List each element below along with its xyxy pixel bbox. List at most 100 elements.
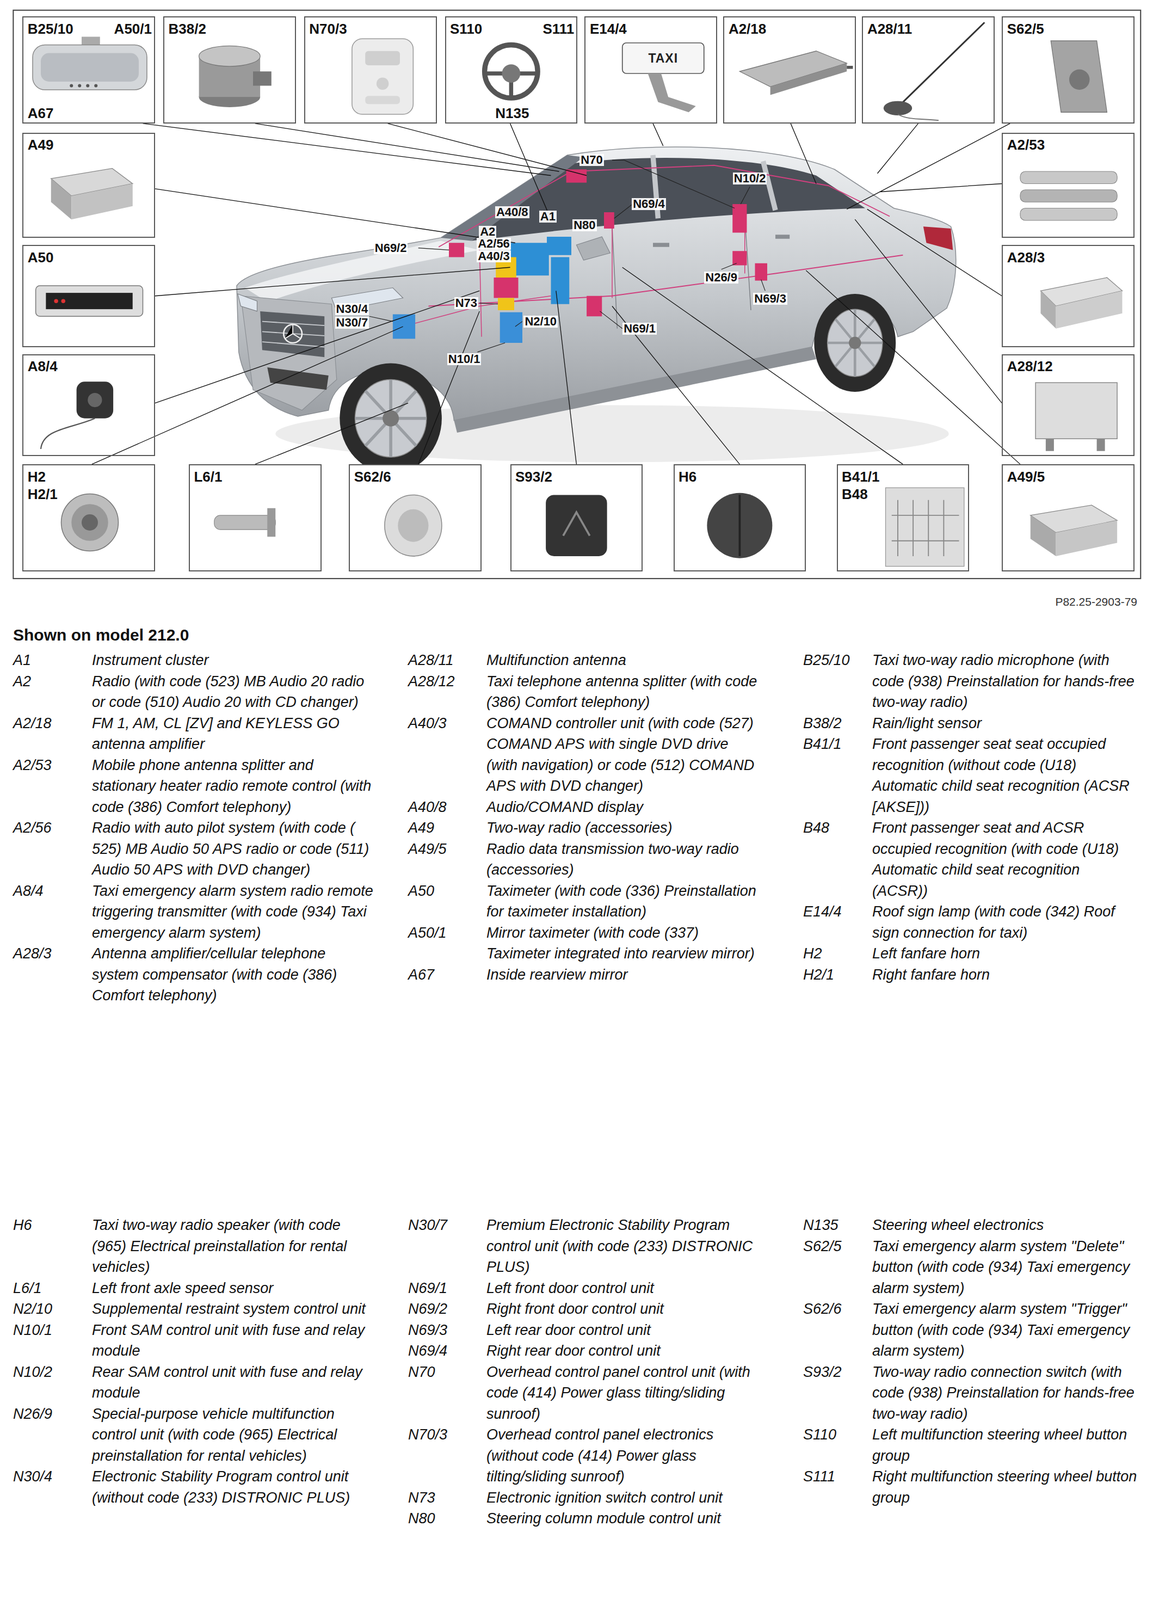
component-marker [603, 212, 615, 229]
car-illustration [339, 363, 442, 474]
part-icon [563, 512, 590, 536]
component-marker [732, 250, 747, 265]
callout-label: A40/3 [476, 250, 511, 263]
part-icon [502, 64, 521, 83]
part-icon [40, 418, 95, 449]
thumbnail-ground [22, 132, 156, 238]
part-icon [770, 63, 848, 95]
callout-label: N69/1 [622, 322, 657, 335]
car-illustration [284, 324, 301, 339]
legend-code: N70/3 [408, 1423, 448, 1446]
callout-label: A40/8 [495, 206, 530, 219]
legend-code: B25/10 [803, 649, 850, 671]
component-marker [500, 312, 523, 343]
legend-description: Electronic Stability Program control uni… [91, 1465, 375, 1508]
legend-code: A28/12 [408, 670, 455, 693]
part-icon [1020, 208, 1118, 221]
legend-description: Instrument cluster [91, 649, 375, 671]
part-icon [376, 77, 390, 91]
legend-description: Multifunction antenna [486, 649, 759, 671]
callout-label: N80 [572, 219, 597, 232]
legend-description: FM 1, AM, CL [ZV] and KEYLESS GO antenna… [91, 712, 375, 755]
legend-description: Steering column module control unit [486, 1507, 759, 1529]
thumbnail-ground [22, 16, 1135, 572]
legend-description: Left front door control unit [486, 1277, 759, 1299]
part-icon [648, 73, 696, 113]
legend-code: S93/2 [803, 1361, 842, 1383]
callout-box: H6 [673, 464, 807, 572]
car-illustration [923, 226, 953, 250]
callout-box: A50 [22, 244, 156, 348]
legend-description: Taxi two-way radio speaker (with code (9… [91, 1214, 375, 1278]
callout-box: E14/4 [584, 16, 718, 124]
legend-description: Rear SAM control unit with fuse and rela… [91, 1361, 375, 1404]
callout-box: A28/11 [861, 16, 995, 124]
legend-description: Two-way radio connection switch (with co… [872, 1361, 1139, 1425]
part-icon [81, 37, 101, 46]
legend-code: A28/3 [13, 942, 52, 965]
part-icon [1045, 438, 1054, 452]
illustration [13, 10, 1141, 579]
legend-description: Left rear door control unit [486, 1319, 759, 1341]
part-code: A49/5 [1007, 468, 1045, 485]
part-code: A2/18 [728, 20, 767, 38]
part-icon [87, 392, 102, 408]
car-illustration [241, 296, 337, 411]
legend-description: Right fanfare horn [872, 964, 1139, 986]
callout-box: A2/53 [1001, 132, 1135, 238]
part-icon [77, 84, 82, 88]
part-icon [32, 45, 147, 91]
car-illustration [237, 293, 258, 312]
callout-label: N70 [579, 153, 604, 166]
callout-box: B25/10A50/1A67 [22, 16, 156, 124]
part-code: S93/2 [515, 468, 553, 485]
legend-code: A2/56 [13, 817, 52, 839]
legend-code: B41/1 [803, 733, 842, 755]
legend-description: Overhead control panel electronics (with… [486, 1423, 759, 1488]
legend-code: S62/5 [803, 1235, 842, 1257]
part-code: S111 [542, 20, 575, 38]
part-icon [61, 494, 119, 552]
legend-code: A67 [408, 964, 435, 986]
part-code: S62/6 [354, 468, 392, 485]
car-illustration [576, 236, 610, 261]
legend-description: Radio with auto pilot system (with code … [91, 817, 375, 881]
part-icon [94, 84, 98, 88]
part-icon [365, 95, 400, 104]
part-icon [51, 178, 72, 220]
callout-box: A2/18 [723, 16, 856, 124]
legend-code: A50 [408, 880, 435, 902]
part-icon [706, 492, 773, 559]
part-code: A50 [27, 249, 54, 266]
legend-description: Left front axle speed sensor [91, 1277, 375, 1299]
thumbnail-ground [188, 464, 322, 572]
part-icon [40, 53, 139, 83]
thumbnail-ground [723, 16, 856, 124]
sign-text: TAXI [648, 51, 678, 65]
callout-label: N26/9 [704, 271, 739, 284]
part-icon [1050, 40, 1107, 113]
legend-code: B38/2 [803, 712, 842, 735]
car-illustration [827, 309, 883, 377]
thumbnail-ground [304, 16, 437, 124]
part-icon [214, 515, 276, 530]
component-marker [494, 277, 519, 299]
legend-code: N80 [408, 1507, 436, 1529]
legend-description: Front SAM control unit with fuse and rel… [91, 1319, 375, 1362]
frame [13, 10, 1141, 579]
legend-code: N69/1 [408, 1277, 448, 1299]
legend-description: Antenna amplifier/cellular telephone sys… [91, 942, 375, 1007]
legend-code: A40/8 [408, 796, 447, 818]
legend-description: Right rear door control unit [486, 1340, 759, 1362]
callout-label: A2/56 [476, 237, 511, 250]
callout-box: B41/1B48 [836, 464, 970, 572]
car-illustration [775, 234, 790, 239]
legend-description: Taxi telephone antenna splitter (with co… [486, 670, 759, 713]
part-icon [69, 84, 73, 88]
thumbnail-ground [22, 16, 156, 124]
car-illustration [848, 336, 862, 350]
part-icon [352, 38, 414, 115]
legend-description: Taxi emergency alarm system "Trigger" bu… [872, 1298, 1139, 1362]
car-illustration [267, 367, 329, 390]
